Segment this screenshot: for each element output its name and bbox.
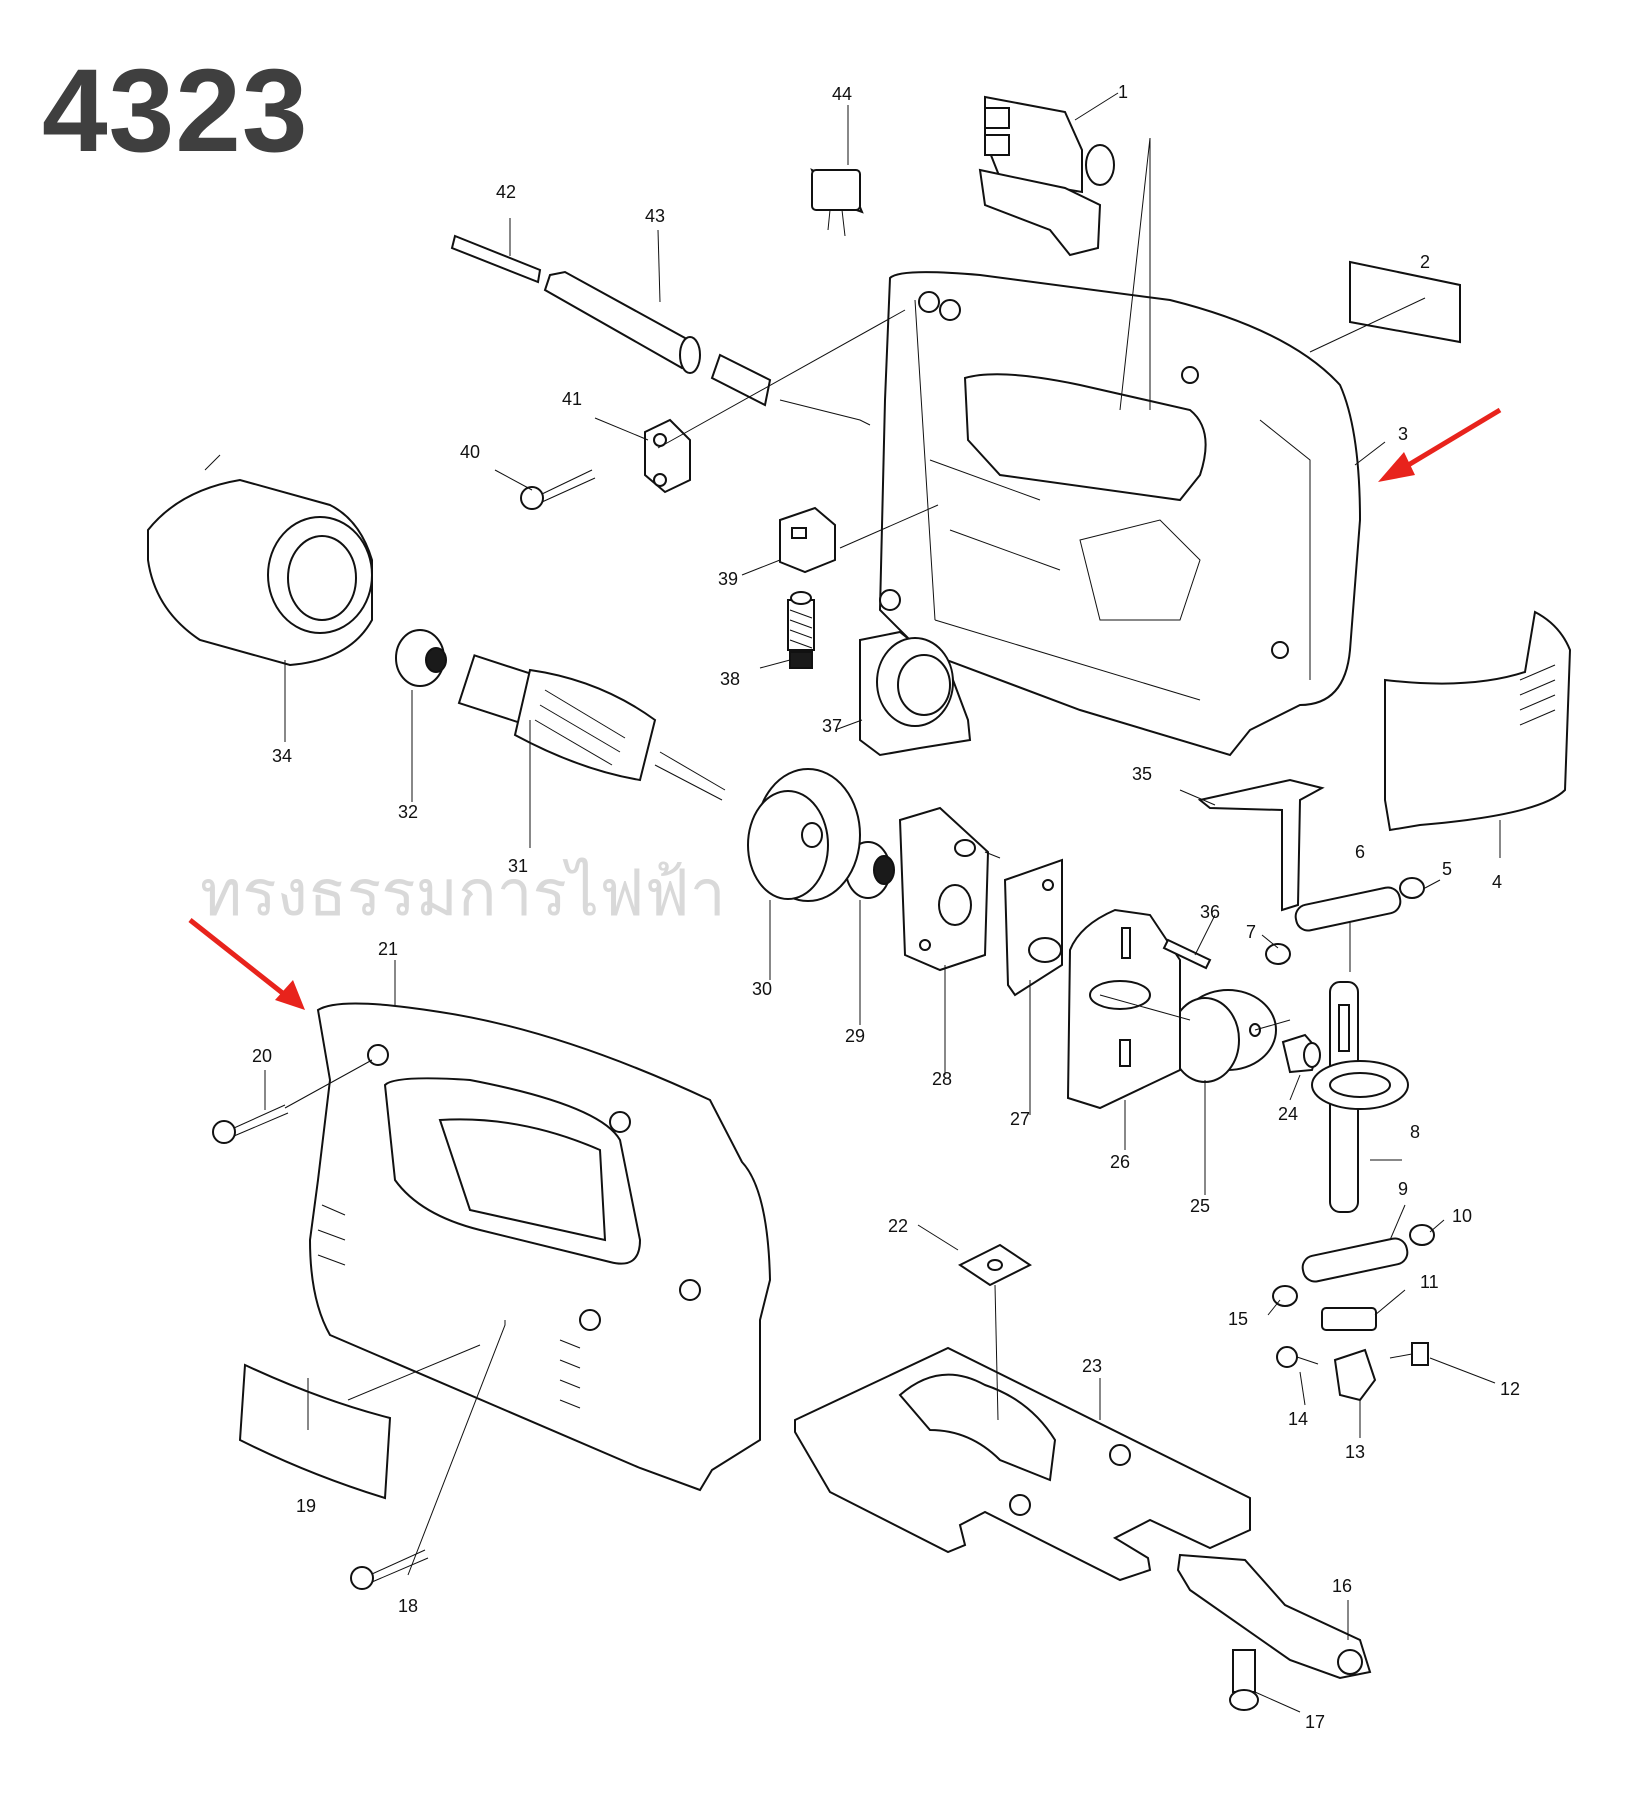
part-label-9: 9 bbox=[1398, 1179, 1408, 1199]
callout-arrow-part-21 bbox=[188, 918, 305, 1010]
part-label-2: 2 bbox=[1420, 252, 1430, 272]
part-19-label bbox=[238, 1363, 392, 1500]
part-23-base bbox=[794, 1346, 1251, 1582]
part-label-38: 38 bbox=[720, 669, 740, 689]
part-10-ring bbox=[1409, 1224, 1435, 1246]
part-16-holder bbox=[1176, 1553, 1372, 1680]
part-label-24: 24 bbox=[1278, 1104, 1298, 1124]
part-27-plate bbox=[1003, 858, 1063, 997]
part-label-44: 44 bbox=[832, 84, 852, 104]
part-number-labels: 1 2 3 4 5 6 7 8 9 10 11 12 13 14 15 16 1… bbox=[252, 82, 1520, 1732]
part-label-5: 5 bbox=[1442, 859, 1452, 879]
part-label-40: 40 bbox=[460, 442, 480, 462]
part-39-block bbox=[779, 506, 836, 574]
part-32-bearing bbox=[395, 629, 447, 687]
callout-arrow-part-3 bbox=[1378, 407, 1502, 482]
part-label-21: 21 bbox=[378, 939, 398, 959]
part-31-armature bbox=[457, 654, 726, 801]
part-30-gear bbox=[747, 768, 861, 902]
part-42-pin bbox=[450, 234, 542, 284]
part-38-spring bbox=[787, 591, 815, 669]
part-20-screw bbox=[212, 1104, 289, 1144]
part-label-8: 8 bbox=[1410, 1122, 1420, 1142]
part-label-4: 4 bbox=[1492, 872, 1502, 892]
part-1-switch bbox=[978, 95, 1115, 257]
part-label-3: 3 bbox=[1398, 424, 1408, 444]
part-2-label bbox=[1349, 260, 1461, 344]
part-label-26: 26 bbox=[1110, 1152, 1130, 1172]
part-40-screw bbox=[520, 469, 596, 510]
part-label-30: 30 bbox=[752, 979, 772, 999]
part-label-43: 43 bbox=[645, 206, 665, 226]
part-5-ring bbox=[1399, 877, 1425, 899]
part-44-capacitor bbox=[810, 168, 864, 237]
part-8-slider bbox=[1311, 981, 1409, 1213]
part-label-18: 18 bbox=[398, 1596, 418, 1616]
part-12-screw bbox=[1389, 1342, 1429, 1366]
part-label-25: 25 bbox=[1190, 1196, 1210, 1216]
part-18-screw bbox=[350, 1549, 429, 1590]
part-label-17: 17 bbox=[1305, 1712, 1325, 1732]
part-35-guide bbox=[1197, 778, 1325, 912]
part-22-nut bbox=[958, 1243, 1032, 1287]
part-label-7: 7 bbox=[1246, 922, 1256, 942]
part-label-22: 22 bbox=[888, 1216, 908, 1236]
part-label-11: 11 bbox=[1420, 1272, 1439, 1292]
part-label-36: 36 bbox=[1200, 902, 1220, 922]
part-3-housing bbox=[878, 271, 1362, 757]
part-label-10: 10 bbox=[1452, 1206, 1472, 1226]
part-label-34: 34 bbox=[272, 746, 292, 766]
part-15-ring bbox=[1272, 1285, 1298, 1307]
part-25-gear bbox=[1170, 989, 1291, 1083]
part-11-guide bbox=[1321, 1307, 1377, 1331]
part-43-cord-guard bbox=[543, 270, 871, 426]
part-label-37: 37 bbox=[822, 716, 842, 736]
model-number-title: 4323 bbox=[42, 45, 309, 177]
part-26-plate bbox=[1066, 908, 1181, 1110]
part-label-27: 27 bbox=[1010, 1109, 1030, 1129]
part-6-guide bbox=[1294, 886, 1402, 932]
part-label-6: 6 bbox=[1355, 842, 1365, 862]
watermark-text: ทรงธรรมการไฟฟ้า bbox=[200, 857, 726, 931]
part-4-cover bbox=[1384, 610, 1572, 832]
part-17-bolt bbox=[1229, 1649, 1259, 1711]
part-label-42: 42 bbox=[496, 182, 516, 202]
part-label-15: 15 bbox=[1228, 1309, 1248, 1329]
part-37-controller bbox=[859, 630, 972, 757]
part-label-39: 39 bbox=[718, 569, 738, 589]
part-13-clamp bbox=[1333, 1348, 1377, 1402]
part-34-field bbox=[147, 454, 373, 667]
leader-lines bbox=[264, 92, 1501, 1713]
part-41-clamp bbox=[644, 418, 691, 494]
part-label-12: 12 bbox=[1500, 1379, 1520, 1399]
part-label-14: 14 bbox=[1288, 1409, 1308, 1429]
part-label-1: 1 bbox=[1118, 82, 1128, 102]
part-label-19: 19 bbox=[296, 1496, 316, 1516]
part-7-ring bbox=[1265, 943, 1291, 965]
part-label-35: 35 bbox=[1132, 764, 1152, 784]
part-label-16: 16 bbox=[1332, 1576, 1352, 1596]
part-label-20: 20 bbox=[252, 1046, 272, 1066]
part-label-13: 13 bbox=[1345, 1442, 1365, 1462]
part-label-31: 31 bbox=[508, 856, 528, 876]
part-label-29: 29 bbox=[845, 1026, 865, 1046]
part-28-holder bbox=[898, 806, 1001, 972]
part-14-screw bbox=[1276, 1346, 1319, 1368]
part-label-23: 23 bbox=[1082, 1356, 1102, 1376]
part-9-guide bbox=[1301, 1237, 1409, 1283]
part-label-41: 41 bbox=[562, 389, 582, 409]
part-label-32: 32 bbox=[398, 802, 418, 822]
part-24-bushing bbox=[1281, 1033, 1321, 1074]
part-label-28: 28 bbox=[932, 1069, 952, 1089]
